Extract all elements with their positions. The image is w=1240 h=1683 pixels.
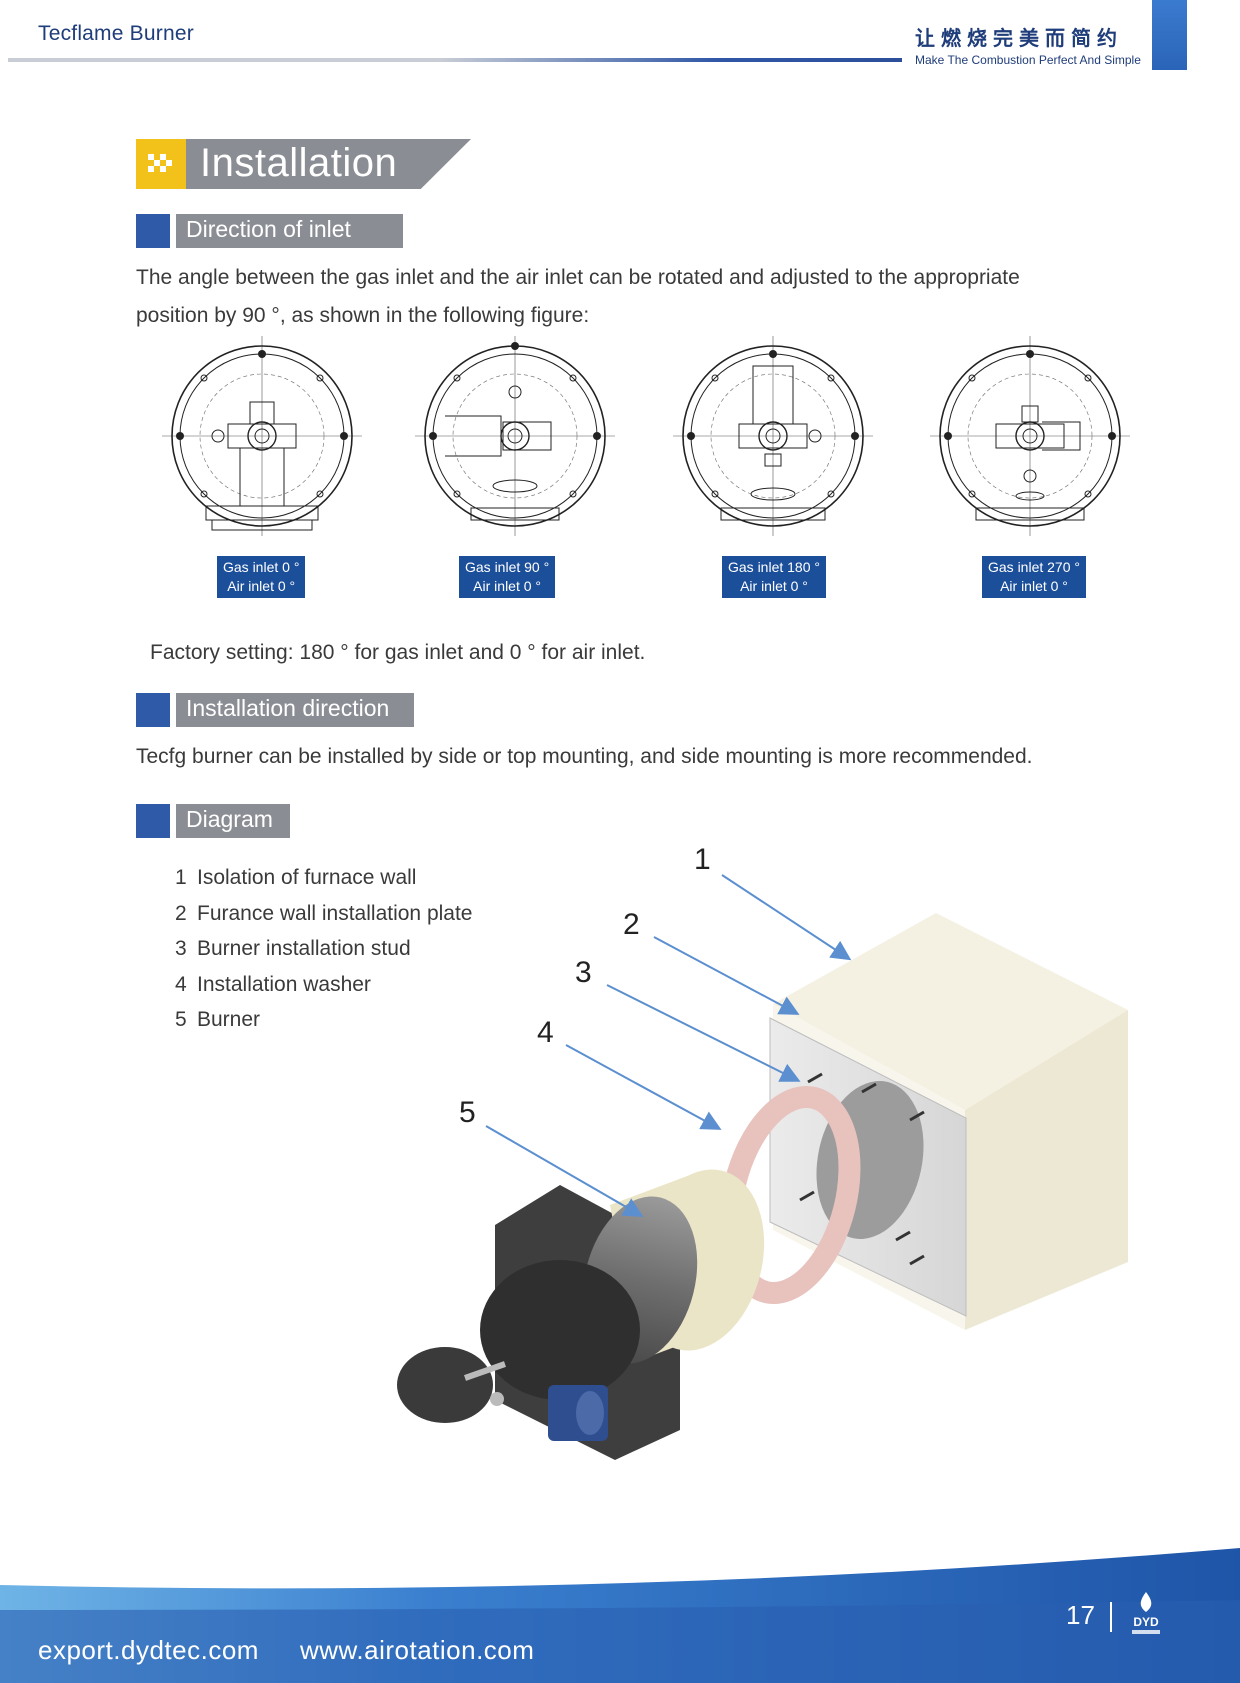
inlet-figure-1 [162,336,362,536]
burner-front-view-drawing [930,336,1130,536]
paragraph-inlet-line1: The angle between the gas inlet and the … [136,266,1020,289]
section-label: Diagram [176,804,290,838]
checker-icon [148,154,172,172]
insulation-side [965,1010,1128,1330]
inlet-figure-4 [930,336,1130,536]
logo-text: DYD [1133,1615,1159,1629]
paragraph-inlet-line2: position by 90 °, as shown in the follow… [136,304,590,327]
header-divider-accent [440,58,902,62]
inlet-caption-3: Gas inlet 180 ° Air inlet 0 ° [722,556,826,598]
flame-logo-icon: DYD [1132,1592,1160,1634]
callout-arrows [485,874,852,1218]
header-slogan-en: Make The Combustion Perfect And Simple [915,53,1141,67]
callout-5: 5 [459,1096,476,1129]
company-logo: DYD [1126,1590,1166,1638]
inlet-caption-4: Gas inlet 270 ° Air inlet 0 ° [982,556,1086,598]
footer-url-airotation[interactable]: www.airotation.com [300,1635,535,1665]
caption-gas: Gas inlet 0 ° [223,559,300,575]
footer-band [0,1548,1240,1683]
caption-gas: Gas inlet 270 ° [988,559,1080,575]
section-marker [136,804,170,838]
callout-1: 1 [694,843,711,876]
burner-gas-valve [397,1347,493,1423]
insulation-top [773,913,1128,1110]
burner-head [480,1260,640,1400]
callout-3: 3 [575,956,592,989]
page-number: 17 [1066,1600,1095,1630]
burner-front-view-drawing [162,336,362,536]
caption-air: Air inlet 0 ° [473,578,542,594]
section-label: Direction of inlet [176,214,403,248]
section-label: Installation direction [176,693,414,727]
caption-gas: Gas inlet 90 ° [465,559,550,575]
banner-icon [136,139,186,189]
burner-front-view-drawing [415,336,615,536]
section-marker [136,214,170,248]
banner-background [136,139,471,189]
callout-4: 4 [537,1016,554,1049]
inlet-figure-3 [673,336,873,536]
caption-gas: Gas inlet 180 ° [728,559,820,575]
page-title: Installation [200,141,398,185]
page-title-banner: Installation [136,139,471,189]
installation-exploded-illustration [397,874,1128,1460]
inlet-caption-2: Gas inlet 90 ° Air inlet 0 ° [459,556,556,598]
section-marker [136,693,170,727]
burner-front-view-drawing [673,336,873,536]
factory-setting-note: Factory setting: 180 ° for gas inlet and… [150,641,646,664]
header-product-name: Tecflame Burner [38,22,194,45]
caption-air: Air inlet 0 ° [740,578,808,594]
inlet-caption-1: Gas inlet 0 ° Air inlet 0 ° [217,556,306,598]
header-slogan-cn: 让燃烧完美而简约 [915,28,1123,50]
inlet-figure-2 [415,336,615,536]
callout-2: 2 [623,908,640,941]
installation-studs [799,1072,925,1266]
caption-air: Air inlet 0 ° [227,578,296,594]
paragraph-installation-direction: Tecfg burner can be installed by side or… [136,745,1033,768]
footer-url-export[interactable]: export.dydtec.com [38,1635,259,1665]
header-tab-decoration [1152,0,1187,70]
footer-separator [1110,1602,1112,1632]
caption-air: Air inlet 0 ° [1000,578,1068,594]
